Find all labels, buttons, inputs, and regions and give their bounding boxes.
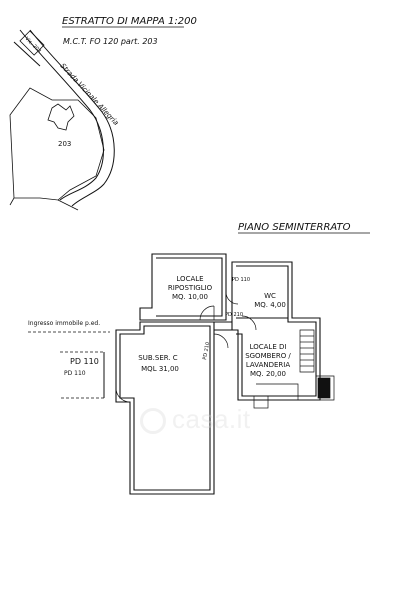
svg-text:203: 203 (58, 140, 71, 148)
svg-text:SUB.SER. C: SUB.SER. C (138, 354, 178, 362)
floor-title: PIANO SEMINTERRATO (238, 222, 351, 233)
door-swings (115, 291, 257, 403)
road-name: Strada Vicinale Allegria (59, 62, 120, 127)
svg-text:RIPOSTIGLIO: RIPOSTIGLIO (168, 284, 213, 292)
svg-text:PD 110: PD 110 (64, 370, 86, 377)
room-ripostiglio: LOCALE RIPOSTIGLIO MQ. 10,00 (168, 275, 213, 301)
pd110-label: PD 110 (232, 277, 250, 283)
svg-text:LOCALE DI: LOCALE DI (250, 343, 287, 351)
svg-text:LAVANDERIA: LAVANDERIA (246, 361, 291, 369)
road-outline (13, 29, 115, 207)
stairs (253, 329, 335, 409)
svg-text:WC: WC (264, 292, 276, 300)
pd210-vertical-label: PD 210 (202, 342, 211, 361)
svg-text:MQ. 4,00: MQ. 4,00 (254, 301, 286, 309)
svg-text:Vic. 203: Vic. 203 (24, 36, 43, 55)
svg-text:LOCALE: LOCALE (176, 275, 203, 283)
svg-text:SGOMBERO /: SGOMBERO / (245, 352, 291, 360)
walls (115, 253, 321, 495)
room-pd110: PD 110 PD 110 (64, 357, 99, 377)
room-wc: WC MQ. 4,00 (254, 292, 286, 309)
svg-text:MQ. 20,00: MQ. 20,00 (250, 370, 286, 378)
svg-text:PD 110: PD 110 (70, 357, 99, 366)
room-subser: SUB.SER. C MQL 31,00 (138, 354, 179, 373)
svg-text:MQ. 10,00: MQ. 10,00 (172, 293, 208, 301)
entrance-note: Ingresso immobile p.ed. (28, 320, 100, 327)
map-reference: M.C.T. FO 120 part. 203 (63, 37, 158, 46)
svg-text:MQL 31,00: MQL 31,00 (141, 365, 179, 373)
map-title: ESTRATTO DI MAPPA 1:200 (62, 16, 197, 27)
room-sgombero: LOCALE DI SGOMBERO / LAVANDERIA MQ. 20,0… (245, 343, 291, 378)
pd210-label: PD 210 (225, 312, 243, 318)
parcel-203: 203 (9, 87, 105, 201)
